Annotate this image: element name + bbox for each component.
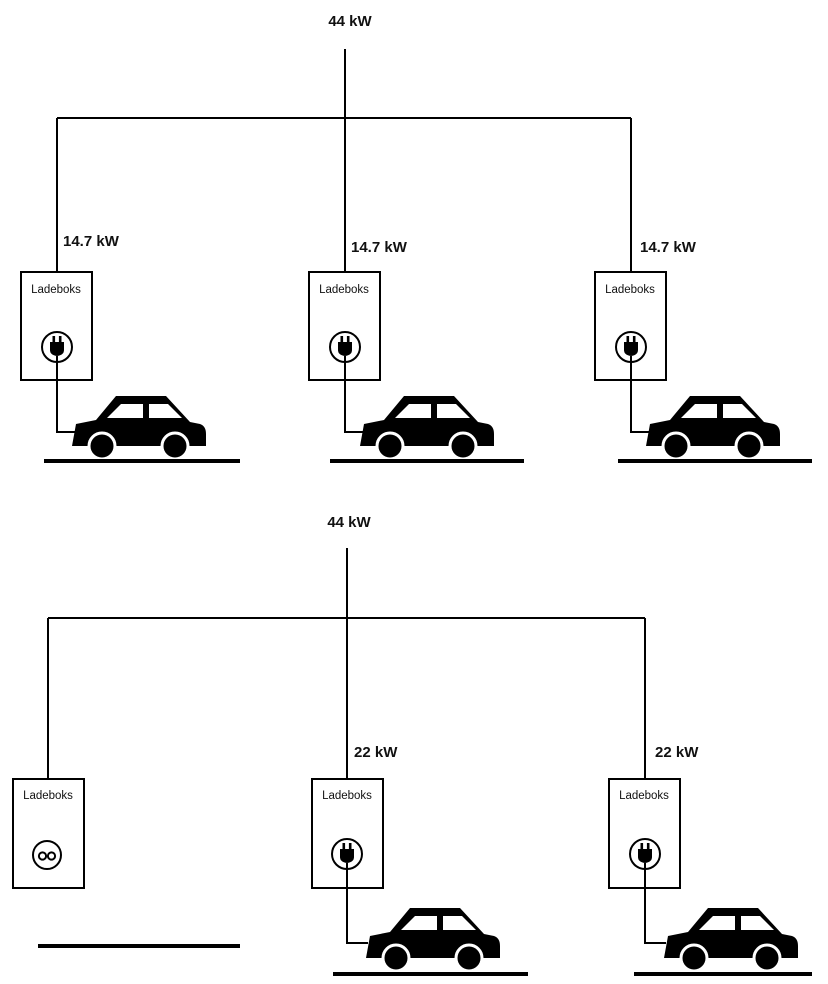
charging-station-3: 14.7 kW Ladeboks <box>595 118 812 461</box>
station-power-label: 22 kW <box>354 744 398 761</box>
station-power-label: 14.7 kW <box>640 239 697 256</box>
station-power-label: 14.7 kW <box>351 239 408 256</box>
car-icon <box>366 908 500 971</box>
charger-box-label: Ladeboks <box>619 790 669 802</box>
charging-station-1: 14.7 kW Ladeboks <box>21 118 240 461</box>
diagram-bottom: 44 kW Ladeboks 22 kW Ladeboks 22 kW <box>13 514 812 974</box>
charger-box-label: Ladeboks <box>31 284 81 296</box>
diagram-top: 44 kW 14.7 kW Ladeboks 14.7 kW Ladeboks <box>21 13 812 461</box>
supply-feed-line <box>48 548 645 618</box>
car-icon <box>664 908 798 971</box>
charging-station-2: 14.7 kW Ladeboks <box>309 118 524 461</box>
supply-power-label: 44 kW <box>328 13 372 30</box>
supply-power-label: 44 kW <box>327 514 371 531</box>
socket-icon <box>33 841 61 869</box>
charging-station-3: 22 kW Ladeboks <box>609 618 812 974</box>
charger-box-label: Ladeboks <box>23 790 73 802</box>
charger-box-label: Ladeboks <box>322 790 372 802</box>
station-power-label: 22 kW <box>655 744 699 761</box>
charger-box-label: Ladeboks <box>605 284 655 296</box>
car-icon <box>360 396 494 459</box>
charging-station-1: Ladeboks <box>13 618 240 946</box>
car-icon <box>646 396 780 459</box>
station-power-label: 14.7 kW <box>63 233 120 250</box>
car-icon <box>72 396 206 459</box>
charger-box-label: Ladeboks <box>319 284 369 296</box>
supply-feed-line <box>57 49 631 118</box>
charging-station-2: 22 kW Ladeboks <box>312 618 528 974</box>
